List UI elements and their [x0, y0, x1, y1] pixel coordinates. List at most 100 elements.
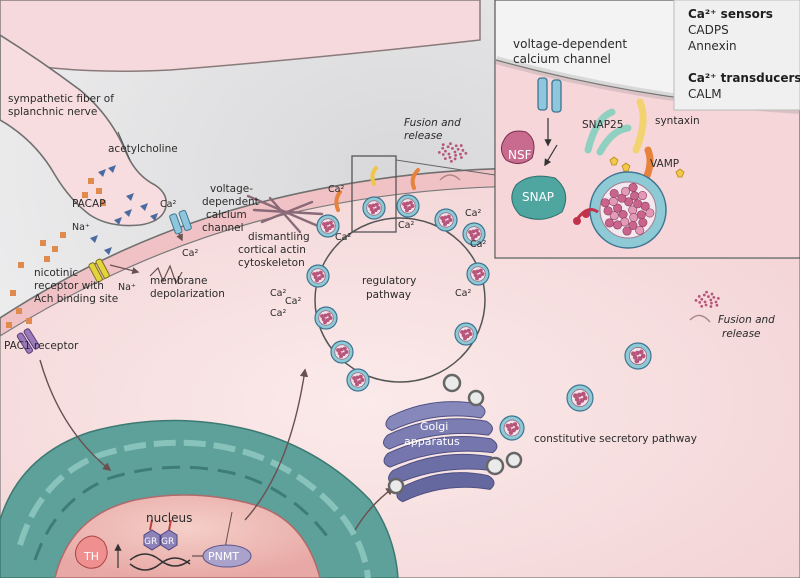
inset-granule — [589, 171, 667, 249]
label-vdcc-4: channel — [202, 222, 244, 234]
arrow-to-golgi — [354, 487, 395, 531]
acetylcholine-molecules — [90, 165, 158, 255]
label-fusion-right-1: Fusion and — [718, 314, 775, 326]
ach-triangle — [126, 193, 134, 201]
inset-label-vdcc-1: voltage-dependent — [513, 37, 627, 51]
label-golgi-1: Golgi — [420, 420, 448, 433]
label-nucleus: nucleus — [146, 511, 192, 525]
pacap-square — [52, 246, 58, 252]
pacap-square — [16, 308, 22, 314]
ach-triangle — [108, 165, 116, 173]
ach-triangle — [104, 247, 112, 255]
pacap-square — [88, 178, 94, 184]
label-gr-2: GR — [161, 537, 174, 547]
inset-granule-content — [600, 183, 655, 236]
inset-label-vamp: VAMP — [650, 158, 679, 170]
pacap-square — [96, 188, 102, 194]
nerve-terminal — [0, 34, 168, 227]
small-vesicle — [387, 477, 405, 495]
legend-transducer-calm: CALM — [688, 87, 722, 101]
depolarization-zigzag — [149, 264, 183, 285]
nicotinic-receptor — [88, 258, 110, 283]
pacap-square — [10, 290, 16, 296]
pacap-square — [44, 256, 50, 262]
inset-complexin — [573, 208, 599, 225]
label-membrane-2: depolarization — [150, 288, 225, 300]
cortical-actin — [246, 194, 324, 234]
small-vesicle — [442, 373, 462, 393]
inset-label-syntaxin: syntaxin — [655, 115, 700, 127]
label-vdcc-2: dependent — [202, 196, 259, 208]
ach-triangle — [140, 203, 148, 211]
label-nicotinic-2: receptor with — [34, 280, 104, 292]
calcium-channel-small — [169, 209, 192, 235]
ach-triangle — [98, 169, 106, 177]
pacap-square — [26, 318, 32, 324]
label-ca-bottom: Ca² — [182, 248, 198, 259]
zoom-connector — [395, 159, 496, 176]
label-fusion-top-2: release — [404, 130, 443, 142]
inset-nsf — [500, 130, 535, 164]
label-actin-3: cytoskeleton — [238, 257, 305, 269]
label-gr-1: GR — [144, 537, 157, 547]
leader-ach — [117, 131, 131, 161]
label-sympathetic-2: splanchnic nerve — [8, 106, 97, 118]
inset-label-vdcc-2: calcium channel — [513, 52, 611, 66]
inset-label-nsf: NSF — [508, 148, 532, 162]
label-ca-ring-1: Ca² — [328, 184, 344, 195]
pacap-square — [82, 192, 88, 198]
label-vdcc-1: voltage- — [210, 183, 253, 195]
label-sympathetic-1: sympathetic fiber of — [8, 93, 114, 105]
label-ca-ring-3: Ca² — [398, 220, 414, 231]
label-ca-left-2: Ca² — [285, 296, 301, 307]
secretory-granules — [306, 194, 490, 392]
label-fusion-top-1: Fusion and — [404, 117, 461, 129]
label-actin-2: cortical actin — [238, 244, 306, 256]
legend-transducers-title: Ca²⁺ transducers — [688, 71, 800, 85]
released-content — [437, 142, 720, 308]
ach-triangle — [114, 217, 122, 225]
label-na-in: Na⁺ — [72, 222, 90, 233]
th-blob — [74, 535, 108, 569]
pacap-square — [18, 262, 24, 268]
small-vesicle — [505, 451, 523, 469]
fusion-pore-right — [689, 314, 711, 323]
label-vdcc-3: calcium — [206, 209, 247, 221]
label-regulatory-1: regulatory — [362, 275, 416, 287]
label-fusion-right-2: release — [722, 328, 761, 340]
pacap-square — [6, 322, 12, 328]
label-actin-1: dismantling — [248, 231, 310, 243]
inset-label-snap: SNAP — [522, 190, 554, 204]
label-golgi-2: apparatus — [404, 435, 460, 448]
label-acetylcholine: acetylcholine — [108, 143, 178, 155]
golgi-apparatus — [383, 401, 498, 503]
small-vesicle — [485, 456, 505, 476]
fusion-pore-top — [439, 174, 461, 181]
label-ca-top: Ca² — [160, 199, 176, 210]
nucleus — [54, 494, 321, 578]
inset-snap — [511, 175, 567, 220]
pacap-molecules — [6, 178, 106, 328]
docking-protein — [370, 166, 378, 186]
label-th: TH — [83, 550, 99, 563]
label-regulatory-2: pathway — [366, 289, 411, 301]
inset-label-snap25: SNAP25 — [582, 119, 623, 131]
ach-triangle — [124, 209, 132, 217]
arrow-na — [109, 264, 140, 275]
label-pnmt: PNMT — [208, 550, 239, 563]
legend-sensor-annexin: Annexin — [688, 39, 737, 53]
pacap-square — [40, 240, 46, 246]
regulatory-ring — [314, 217, 486, 383]
inset-calcium-channel — [537, 77, 562, 113]
label-ca-ring-2: Ca² — [335, 232, 351, 243]
pnmt-blob — [202, 544, 252, 568]
ach-triangle — [150, 213, 158, 221]
inset-syntaxin — [632, 98, 647, 154]
label-na-out: Na⁺ — [118, 282, 136, 293]
zoom-box — [351, 155, 397, 233]
small-vesicle — [467, 389, 485, 407]
legend-box — [673, 0, 800, 111]
label-pac1: PAC1 receptor — [4, 340, 79, 352]
